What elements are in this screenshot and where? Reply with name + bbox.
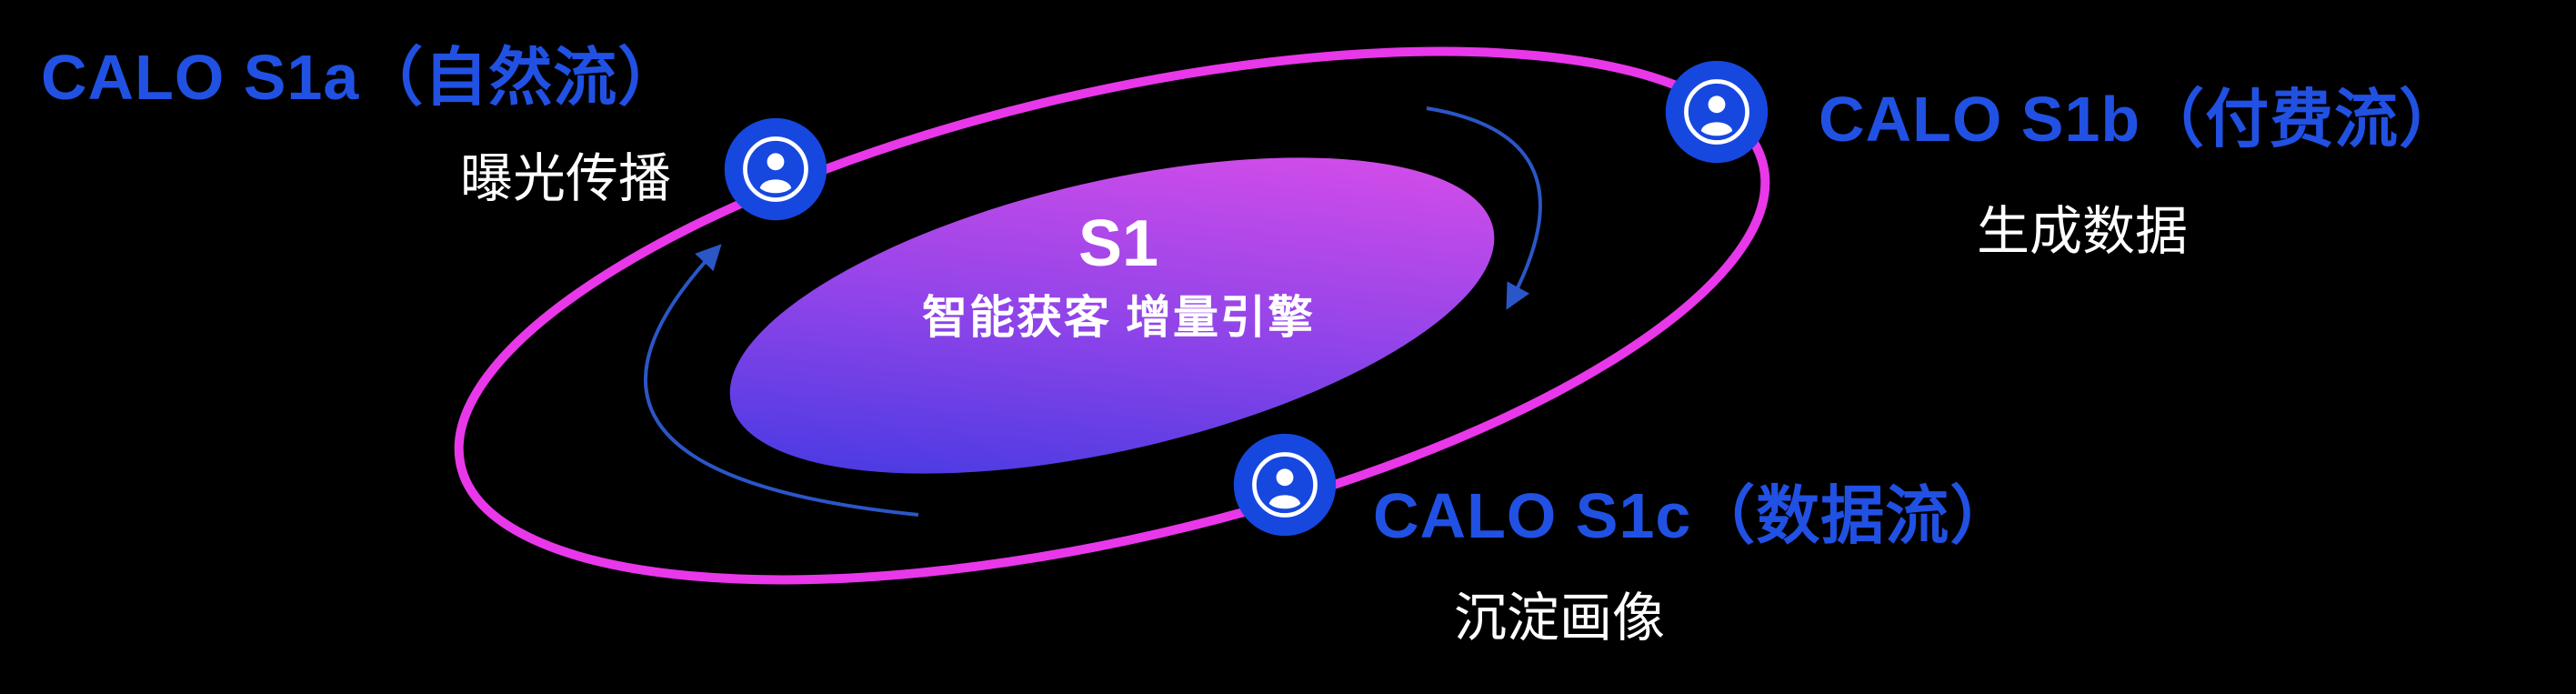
user-icon-s1c	[1232, 432, 1338, 538]
node-s1c-subtitle: 沉淀画像	[1453, 588, 1666, 648]
core-label: S1 智能获客 增量引擎	[922, 211, 1315, 340]
core-title: S1	[1078, 207, 1159, 280]
core-gradient-ellipse	[729, 157, 1495, 474]
node-s1a-subtitle: 曝光传播	[459, 149, 672, 208]
orbit-arrow-left-icon	[643, 244, 919, 517]
user-icon-s1a	[723, 116, 828, 222]
orbit-arrow-right-icon	[1426, 106, 1542, 310]
orbit-ring	[454, 46, 1770, 585]
node-s1c-title: CALO S1c（数据流）	[1373, 480, 2015, 551]
core-subtitle: 智能获客 增量引擎	[922, 292, 1315, 343]
node-s1a-title: CALO S1a（自然流）	[41, 42, 683, 113]
user-icon-s1b	[1664, 59, 1769, 165]
node-s1b-title: CALO S1b（付费流）	[1819, 84, 2464, 155]
node-s1b-subtitle: 生成数据	[1976, 202, 2189, 261]
